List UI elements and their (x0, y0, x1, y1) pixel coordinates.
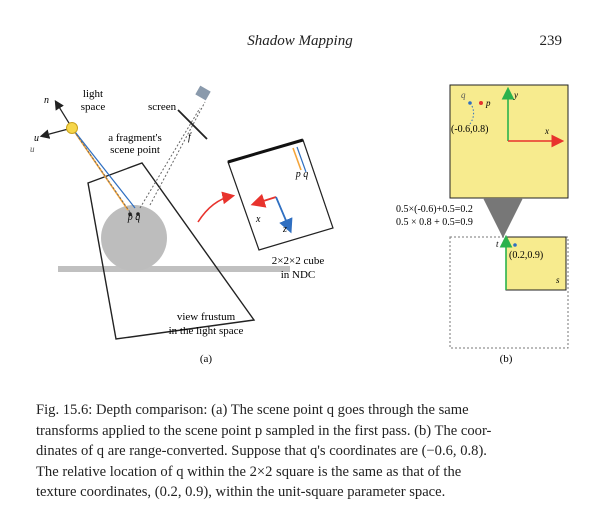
caption-line: texture coordinates, (0.2, 0.9), within … (36, 484, 446, 500)
light-space-label-2: space (81, 101, 106, 113)
transform-arrow (197, 191, 236, 223)
point-p-marker (128, 212, 132, 216)
top-coord-label: (-0.6,0.8) (451, 124, 489, 135)
screen-plane (177, 109, 208, 140)
cube-caption-1: 2×2×2 cube (272, 255, 325, 267)
caption-line: transforms applied to the scene point p … (36, 422, 492, 439)
bottom-t-label: t (496, 239, 499, 249)
dashed-ray-2 (149, 101, 206, 206)
panel-b: q p y x (-0.6,0.8) 0.5×(-0.6)+0.5=0.2 0.… (396, 84, 569, 365)
cube-ray-blue (296, 146, 307, 173)
caption-line: dinates of q are range-converted. Suppos… (36, 443, 487, 459)
pq-main-label: p q (127, 212, 141, 223)
camera-icon (195, 85, 211, 101)
fragment-label-1: a fragment's (108, 132, 162, 144)
axis-u2-label: u (30, 144, 35, 154)
light-ray-blue (71, 127, 136, 209)
cube-axis-z (275, 196, 293, 234)
top-point-q (468, 101, 472, 105)
pq-cube-label: p q (295, 169, 309, 180)
panel-b-label: (b) (500, 353, 513, 365)
fragment-label-2: scene point (110, 144, 160, 156)
top-point-p (479, 101, 483, 105)
light-space-label-1: light (83, 88, 103, 100)
screen-label: screen (148, 101, 177, 113)
bottom-s-label: s (556, 275, 560, 285)
point-q-marker (136, 212, 140, 216)
cube-ray-orange (292, 147, 302, 171)
cube-axis-x (250, 193, 277, 208)
bottom-point-q (513, 243, 517, 247)
f-label: f (188, 132, 192, 143)
light-source-icon (66, 122, 78, 134)
scene-sphere (101, 205, 167, 271)
formula-line-2: 0.5 × 0.8 + 0.5=0.9 (396, 217, 473, 228)
texture-square-outline (449, 236, 569, 349)
figure-caption: Fig. 15.6: Depth comparison: (a) The sce… (36, 400, 568, 503)
caption-line: The relative location of q within the 2×… (36, 463, 462, 480)
panel-a-label: (a) (200, 353, 213, 365)
page-number: 239 (539, 33, 563, 49)
top-q-label: q (461, 90, 466, 100)
top-x-label: x (544, 126, 549, 136)
running-header-title: Shadow Mapping (247, 33, 353, 49)
cube-z-label: z (282, 224, 287, 235)
axis-n-label: n (44, 95, 49, 106)
bottom-coord-label: (0.2,0.9) (509, 250, 543, 261)
view-frustum (87, 162, 256, 340)
shadow-mapping-figure: light space n u u screen a fragment's sc… (30, 84, 569, 365)
cube-caption-2: in NDC (281, 269, 316, 281)
frustum-caption-1: view frustum (177, 311, 236, 323)
top-y-label: y (513, 90, 518, 100)
dashed-ray-1 (71, 127, 133, 216)
cube-x-label: x (255, 214, 261, 225)
axis-u-label: u (34, 133, 39, 144)
dashed-ray-3 (139, 107, 201, 209)
frustum-caption-2: in the light space (169, 325, 244, 337)
panel-a: light space n u u screen a fragment's sc… (30, 85, 334, 365)
ndc-cube-top-edge (227, 138, 304, 164)
formula-line-1: 0.5×(-0.6)+0.5=0.2 (396, 204, 473, 215)
caption-line: Fig. 15.6: Depth comparison: (a) The sce… (36, 402, 469, 418)
top-p-label: p (485, 98, 491, 108)
